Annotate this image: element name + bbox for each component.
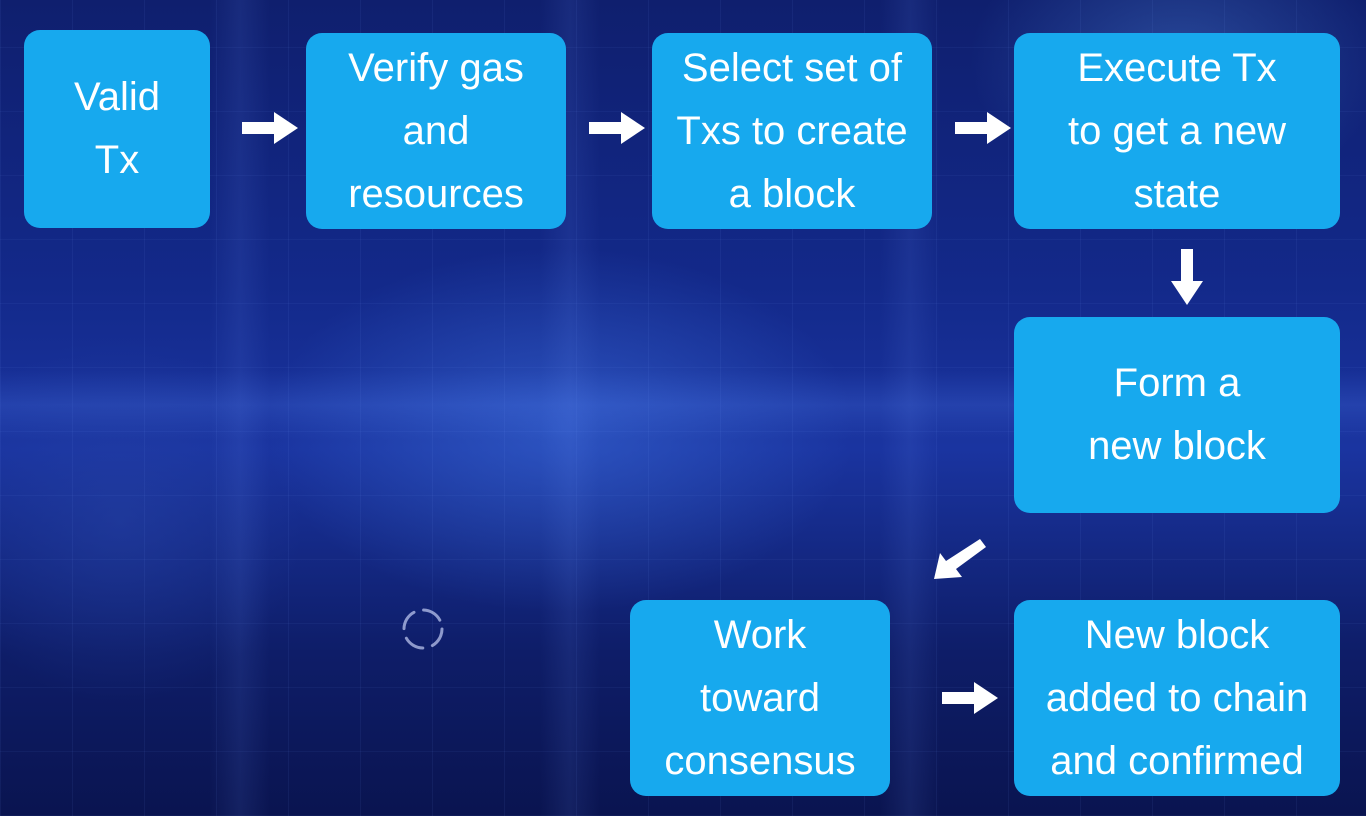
arrow-right-icon: [942, 682, 998, 714]
step-label: Work toward consensus: [664, 612, 856, 783]
step-label: New block added to chain and confirmed: [1045, 612, 1309, 783]
arrow-down-left-icon: [934, 539, 986, 579]
step-work-consensus: Work toward consensus: [630, 600, 890, 796]
step-valid-tx: Valid Tx: [24, 30, 210, 228]
step-verify-gas: Verify gas and resources: [306, 33, 566, 229]
step-label: Form a new block: [1088, 361, 1266, 468]
arrow-down-icon: [1171, 249, 1203, 305]
step-label: Valid Tx: [74, 75, 160, 182]
step-execute-tx: Execute Tx to get a new state: [1014, 33, 1340, 229]
step-label: Verify gas and resources: [348, 45, 524, 216]
step-label: Execute Tx to get a new state: [1068, 45, 1286, 216]
arrow-right-icon: [589, 112, 645, 144]
step-new-block-added: New block added to chain and confirmed: [1014, 600, 1340, 796]
step-form-block: Form a new block: [1014, 317, 1340, 513]
step-select-set: Select set of Txs to create a block: [652, 33, 932, 229]
arrow-right-icon: [242, 112, 298, 144]
step-label: Select set of Txs to create a block: [676, 45, 908, 216]
loading-spinner-icon: [402, 608, 444, 650]
arrow-right-icon: [955, 112, 1011, 144]
